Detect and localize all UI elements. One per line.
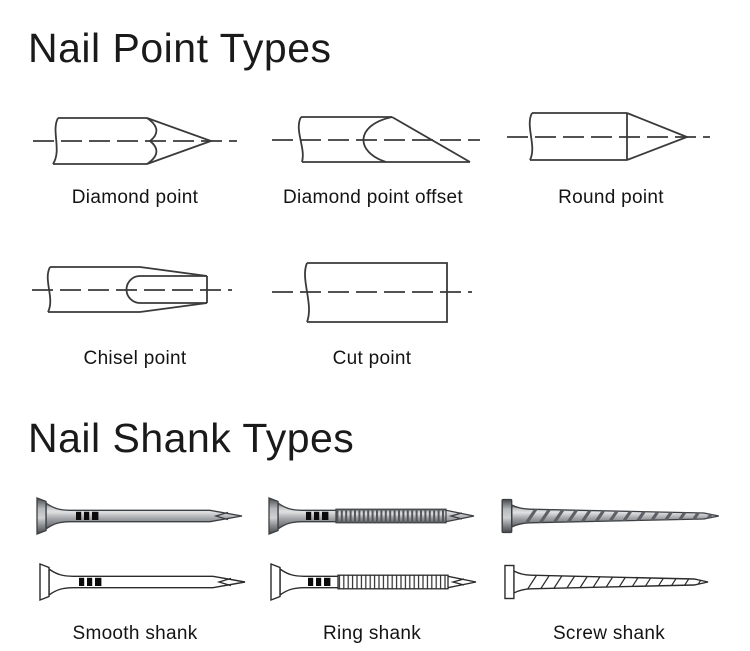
nail-head [39, 562, 50, 602]
nail-shank [48, 567, 246, 597]
grip-marks [308, 577, 331, 586]
point-types-heading: Nail Point Types [28, 25, 332, 71]
screw-shank-nail-filled [501, 498, 719, 534]
ring-shank-nail-filled [268, 497, 475, 535]
point-notch [450, 578, 465, 586]
grip-marks [306, 511, 329, 520]
nail-shank [45, 501, 243, 531]
point-notch [448, 512, 463, 520]
diamond-point-offset-diagram [272, 116, 480, 163]
smooth-shank-nail-outline [39, 562, 246, 602]
grip-marks [76, 511, 99, 520]
ring-section [337, 574, 449, 590]
ring-shank-nail-outline [270, 562, 477, 602]
nail-head [501, 498, 513, 534]
ring-shank-label: Ring shank [322, 623, 422, 644]
nail-head [504, 564, 515, 600]
smooth-shank-nail-filled [36, 497, 243, 535]
shank-types-heading: Nail Shank Types [28, 415, 355, 461]
nail-head [36, 497, 47, 535]
nail-head [270, 562, 281, 602]
diamond-point-label: Diamond point [71, 187, 199, 208]
nail-shank [513, 569, 709, 595]
screw-shank-label: Screw shank [552, 623, 666, 644]
grip-marks [79, 577, 102, 586]
smooth-shank-label: Smooth shank [72, 623, 198, 644]
point-notch [213, 511, 229, 521]
nail-head [268, 497, 279, 535]
point-notch [216, 577, 232, 587]
diamond-point-offset-label: Diamond point offset [283, 187, 463, 208]
round-point-label: Round point [558, 187, 664, 208]
chisel-point-diagram [32, 266, 232, 313]
cut-point-label: Cut point [332, 348, 412, 369]
round-point-diagram [507, 112, 710, 161]
screw-shank-nail-outline [504, 564, 709, 600]
diamond-point-diagram [33, 117, 237, 165]
ring-section [335, 508, 447, 524]
chisel-point-label: Chisel point [83, 348, 187, 369]
cut-point-diagram [272, 262, 472, 323]
